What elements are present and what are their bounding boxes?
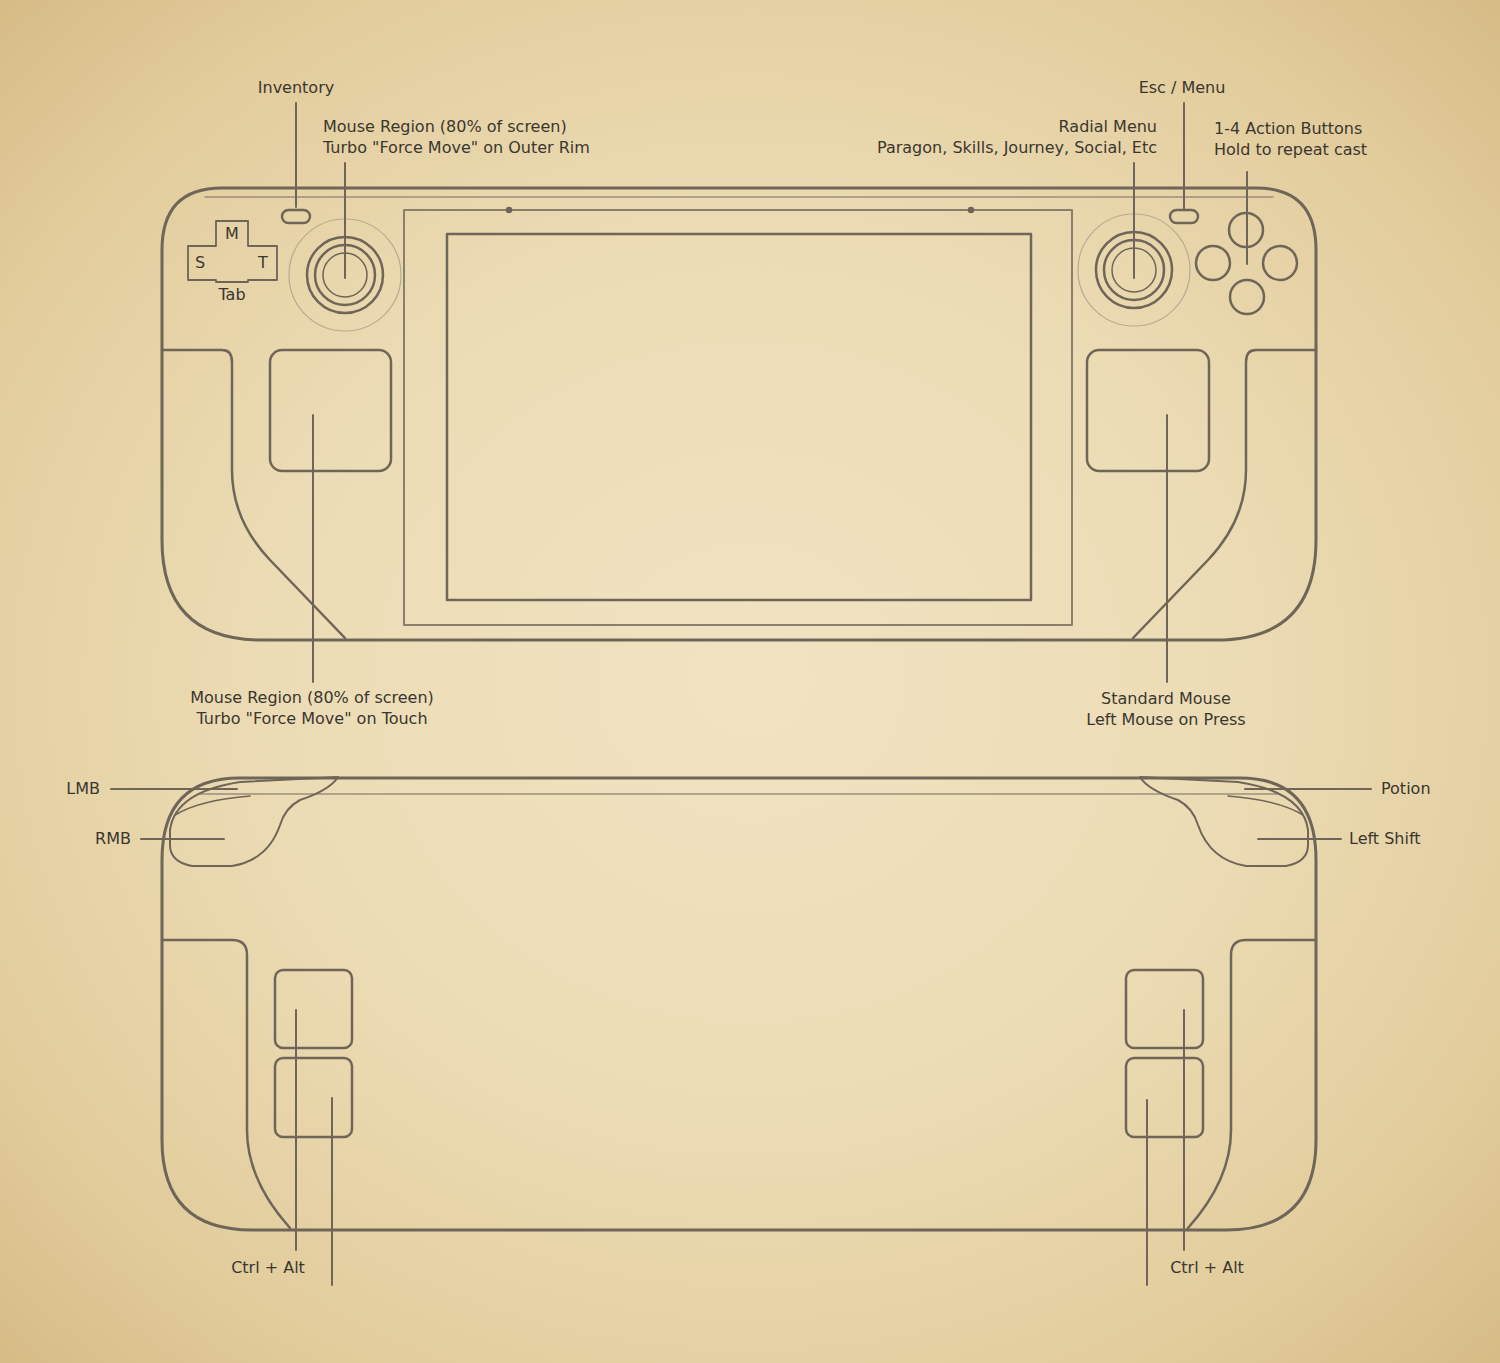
callout-label: Mouse Region (80% of screen) [190, 688, 434, 708]
callout-label: Left Shift [1349, 829, 1421, 849]
callout-label: Esc / Menu [1139, 78, 1226, 98]
dpad-key: S [195, 253, 205, 273]
dpad-key: M [225, 224, 239, 244]
callout-label: Standard Mouse [1101, 689, 1231, 709]
callout-label: Radial Menu [1059, 117, 1157, 137]
dpad-key: T [258, 253, 268, 273]
callout-label: RMB [95, 829, 131, 849]
callout-label: Ctrl + Alt [1170, 1258, 1244, 1278]
callout-note: Paragon, Skills, Journey, Social, Etc [877, 138, 1157, 158]
callout-note: Hold to repeat cast [1214, 140, 1367, 160]
callout-label: Potion [1381, 779, 1431, 799]
callout-label: Mouse Region (80% of screen) [323, 117, 567, 137]
callout-label: 1-4 Action Buttons [1214, 119, 1362, 139]
callout-label: Ctrl + Alt [231, 1258, 305, 1278]
callout-note: Turbo "Force Move" on Outer Rim [323, 138, 590, 158]
callout-label: Inventory [258, 78, 334, 98]
callout-label: LMB [66, 779, 100, 799]
callout-note: Turbo "Force Move" on Touch [196, 709, 427, 729]
callout-note: Left Mouse on Press [1086, 710, 1245, 730]
dpad-key: Tab [218, 285, 245, 305]
